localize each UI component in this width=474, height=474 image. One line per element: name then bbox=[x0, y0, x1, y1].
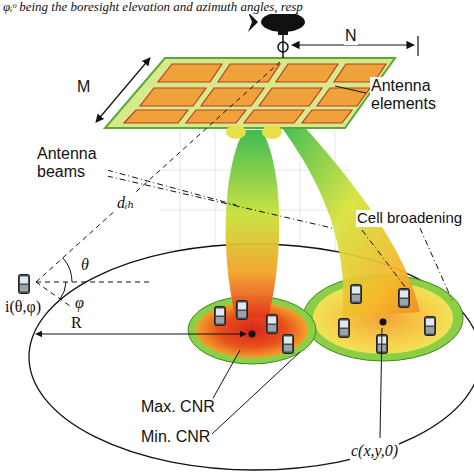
radius-label: R bbox=[70, 314, 83, 332]
side-lobe bbox=[226, 125, 246, 139]
user-terminals bbox=[19, 275, 436, 354]
cell-label: c(x,y,0) bbox=[350, 442, 399, 460]
user-label: i(θ,φ) bbox=[4, 298, 42, 316]
airship bbox=[248, 12, 305, 58]
leader-lines bbox=[107, 86, 452, 300]
geometry-lines bbox=[36, 62, 280, 334]
side-lobe bbox=[262, 125, 282, 139]
cnr-label: Min. CNR bbox=[140, 428, 211, 446]
part-label: Antenna elements bbox=[370, 77, 452, 112]
cnr-label: Max. CNR bbox=[140, 398, 216, 416]
antenna-array bbox=[105, 58, 395, 128]
angle-label: φ bbox=[74, 294, 85, 312]
part-label: Antenna beams bbox=[36, 145, 108, 180]
caption-fragment: φᵢᵒ being the boresight elevation and az… bbox=[2, 0, 304, 14]
angle-label: θ bbox=[80, 256, 90, 274]
cell-center bbox=[380, 319, 387, 326]
distance-label: dᵢₕ bbox=[116, 194, 135, 212]
dimension-m bbox=[96, 58, 150, 122]
part-label: Cell broadening bbox=[356, 210, 463, 227]
cell-center bbox=[249, 331, 256, 338]
antenna-beam bbox=[226, 130, 280, 318]
leader-lines bbox=[212, 328, 382, 438]
dimension-label: M bbox=[76, 78, 91, 96]
dimension-label: N bbox=[344, 27, 358, 45]
antenna-elements bbox=[124, 64, 386, 123]
